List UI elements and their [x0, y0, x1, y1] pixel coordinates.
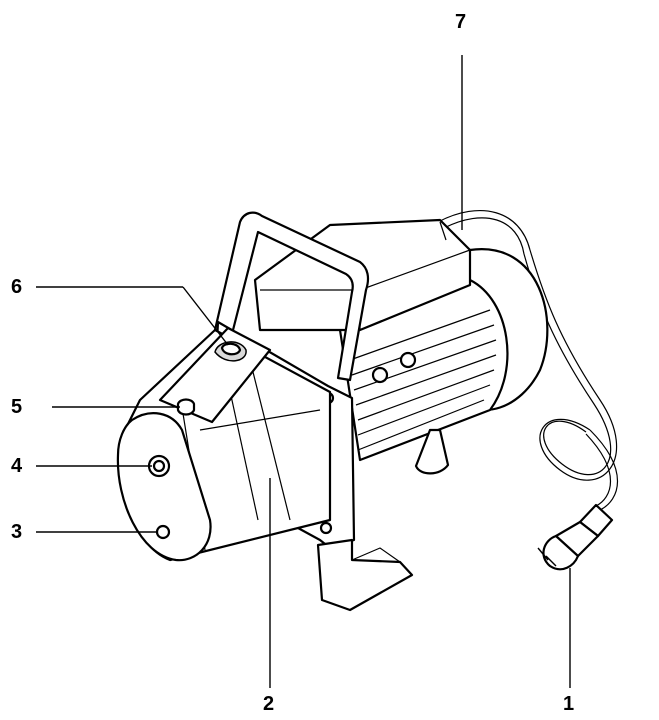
power-cord: [437, 209, 618, 511]
label-7: 7: [455, 11, 467, 33]
pump-front-cap: [116, 412, 212, 562]
label-5: 5: [11, 396, 23, 418]
motor-foot: [414, 428, 450, 475]
base-stand: [316, 538, 414, 612]
power-plug: [537, 503, 614, 571]
label-3: 3: [11, 521, 23, 543]
motor-body: [338, 278, 509, 462]
carry-handle: [213, 211, 370, 382]
vent-plug: [176, 398, 196, 416]
leader-lines: [36, 55, 571, 688]
label-4: 4: [11, 455, 23, 477]
label-2: 2: [263, 693, 275, 715]
label-6: 6: [11, 276, 23, 298]
label-1: 1: [563, 693, 575, 715]
drain-plug: [155, 524, 171, 540]
